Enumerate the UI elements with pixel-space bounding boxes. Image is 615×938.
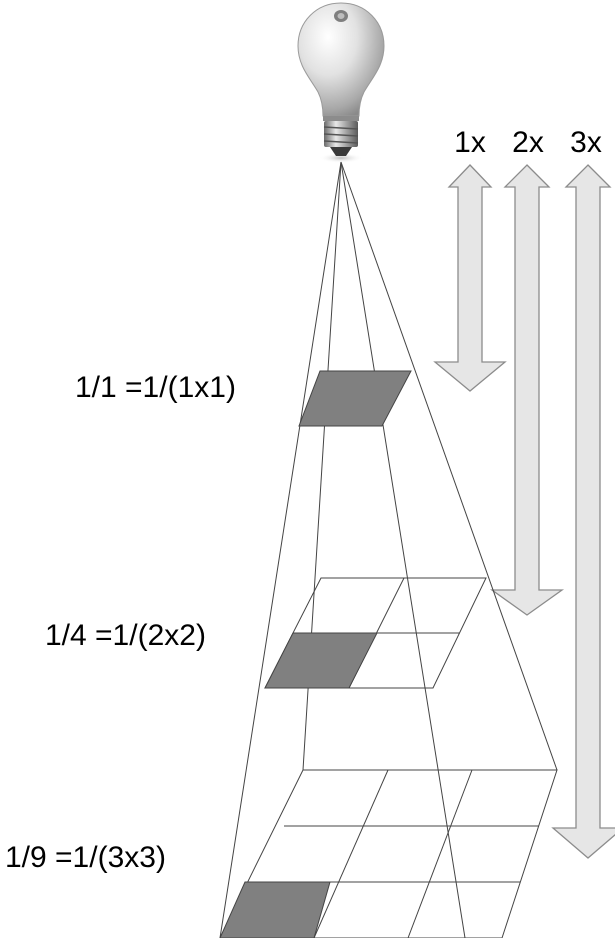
ray-3 [341, 162, 465, 938]
plane-2x2 [265, 578, 486, 688]
plane-1x1 [299, 371, 411, 426]
plane-1-label: 1/1 =1/(1x1) [75, 371, 236, 404]
plane-2-label: 1/4 =1/(2x2) [45, 619, 206, 652]
plane-3x3 [220, 770, 557, 938]
lit-cell-plane-3 [220, 882, 330, 938]
light-rays [220, 162, 557, 938]
distance-arrows [435, 165, 615, 858]
distance-label-3x: 3x [570, 126, 602, 159]
arrow-2x [492, 165, 562, 615]
arrow-1x [435, 165, 505, 391]
lit-cell-plane-1 [299, 371, 411, 426]
lit-cell-plane-2 [265, 633, 377, 688]
ray-1 [220, 162, 341, 938]
distance-labels: 1x 2x 3x [454, 126, 602, 159]
distance-label-1x: 1x [454, 126, 486, 159]
arrow-3x [553, 165, 615, 858]
plane-3-gridline-v2 [408, 770, 472, 938]
plane-3-label: 1/9 =1/(3x3) [5, 841, 166, 874]
distance-label-2x: 2x [512, 126, 544, 159]
light-bulb-icon [298, 3, 384, 163]
plane-labels: 1/1 =1/(1x1) 1/4 =1/(2x2) 1/9 =1/(3x3) [5, 371, 236, 874]
plane-3-gridline-v1 [314, 770, 388, 938]
